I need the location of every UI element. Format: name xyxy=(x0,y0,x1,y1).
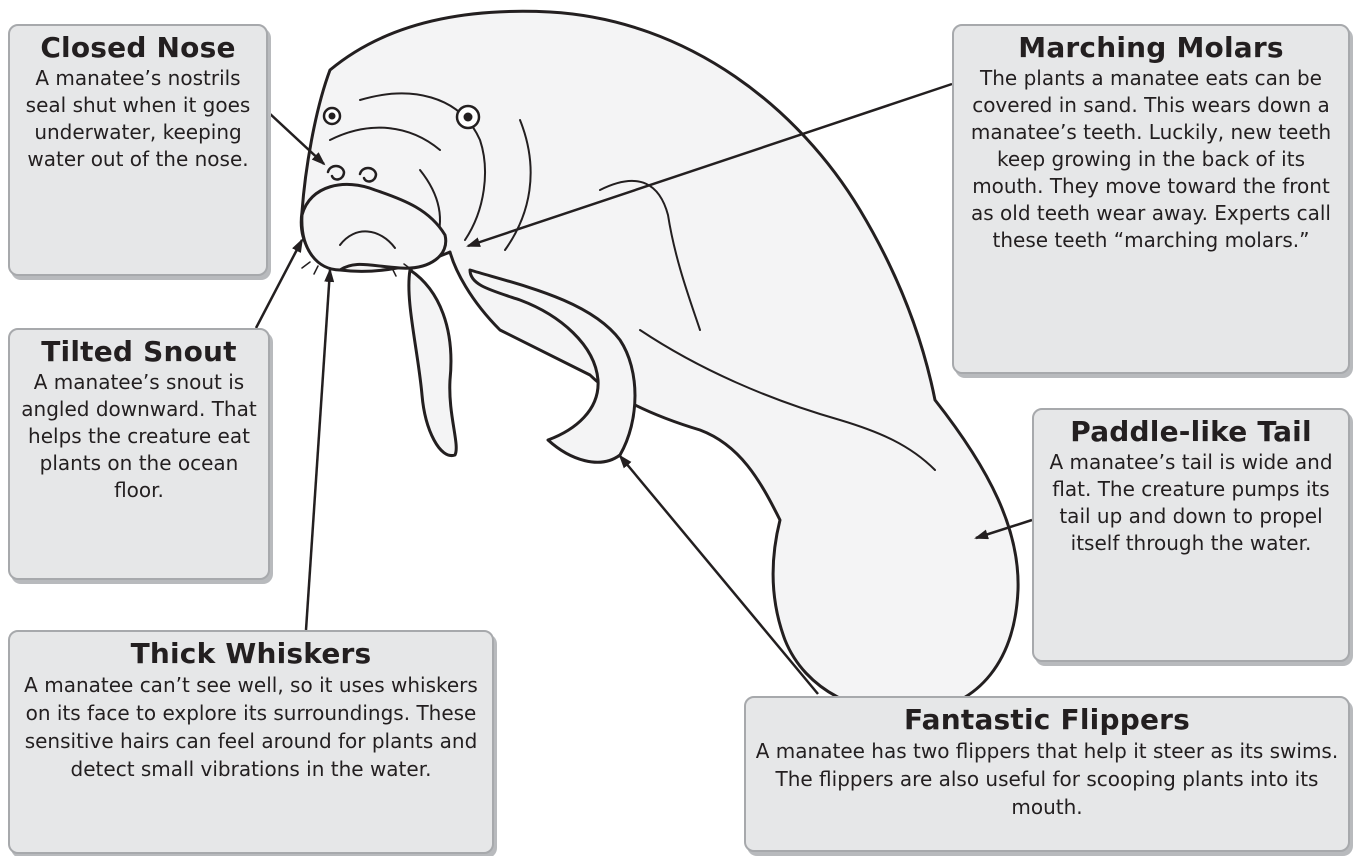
eye-left-pupil xyxy=(329,113,336,120)
callout-title: Paddle-like Tail xyxy=(1040,416,1342,448)
callout-title: Marching Molars xyxy=(960,32,1342,64)
callout-text: A manatee’s tail is wide and flat. The c… xyxy=(1040,449,1342,557)
manatee-body xyxy=(301,11,1018,713)
callout-tilted-snout: Tilted Snout A manatee’s snout is angled… xyxy=(8,328,270,580)
callout-title: Fantastic Flippers xyxy=(752,704,1342,736)
callout-text: The plants a manatee eats can be covered… xyxy=(960,65,1342,254)
callout-text: A manatee’s nostrils seal shut when it g… xyxy=(16,65,260,173)
callout-paddle-like-tail: Paddle-like Tail A manatee’s tail is wid… xyxy=(1032,408,1350,662)
callout-closed-nose: Closed Nose A manatee’s nostrils seal sh… xyxy=(8,24,268,276)
callout-marching-molars: Marching Molars The plants a manatee eat… xyxy=(952,24,1350,374)
callout-title: Thick Whiskers xyxy=(16,638,486,670)
callout-text: A manatee can’t see well, so it uses whi… xyxy=(16,671,486,783)
eye-right-pupil xyxy=(464,113,473,122)
arrow-thick-whiskers xyxy=(306,270,330,630)
callout-text: A manatee’s snout is angled downward. Th… xyxy=(16,369,262,504)
callout-title: Closed Nose xyxy=(16,32,260,64)
manatee-illustration xyxy=(301,11,1018,713)
flipper-back xyxy=(409,270,456,456)
callout-title: Tilted Snout xyxy=(16,336,262,368)
callout-fantastic-flippers: Fantastic Flippers A manatee has two fli… xyxy=(744,696,1350,852)
callout-thick-whiskers: Thick Whiskers A manatee can’t see well,… xyxy=(8,630,494,854)
callout-text: A manatee has two flippers that help it … xyxy=(752,737,1342,821)
